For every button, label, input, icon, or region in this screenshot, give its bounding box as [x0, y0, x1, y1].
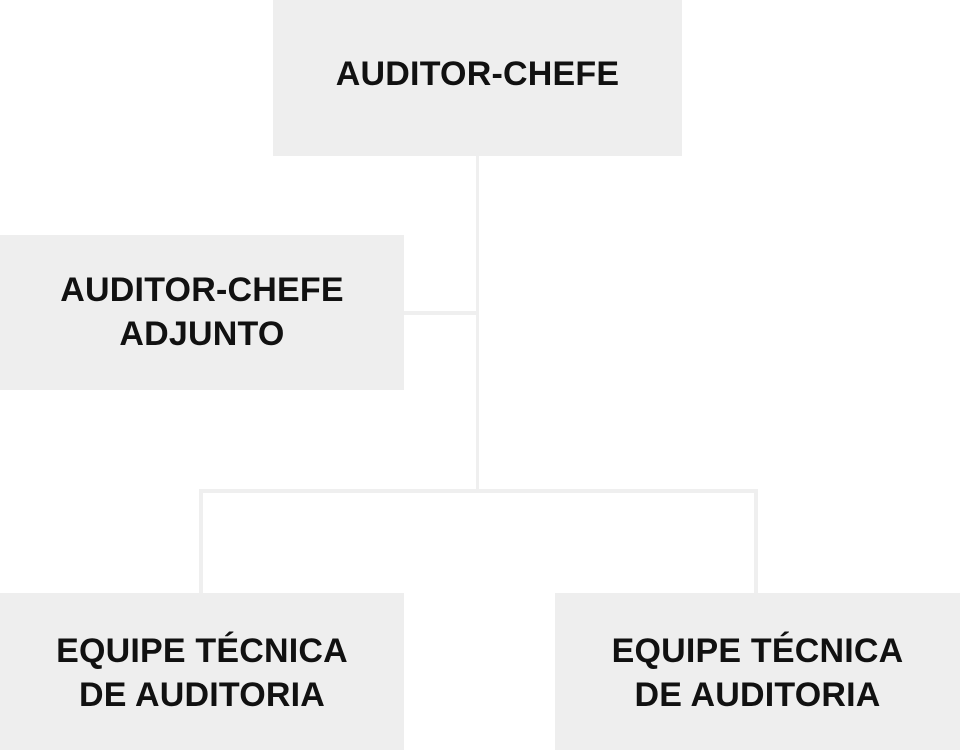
connector-drop-right [754, 489, 758, 595]
org-node-auditor-chefe-label: AUDITOR-CHEFE [335, 55, 620, 94]
connector-drop-left [199, 489, 203, 595]
connector-adjunto-horizontal [403, 311, 478, 315]
org-node-auditor-chefe[interactable]: AUDITOR-CHEFE [273, 0, 682, 156]
org-node-auditor-chefe-adjunto[interactable]: AUDITOR-CHEFE ADJUNTO [0, 235, 404, 390]
org-node-equipe-tecnica-2[interactable]: EQUIPE TÉCNICA DE AUDITORIA [555, 593, 960, 750]
connector-bus-horizontal [199, 489, 758, 493]
connector-trunk-vertical [476, 156, 479, 493]
org-node-equipe-tecnica-2-label: EQUIPE TÉCNICA DE AUDITORIA [611, 632, 904, 714]
org-node-equipe-tecnica-1[interactable]: EQUIPE TÉCNICA DE AUDITORIA [0, 593, 404, 750]
org-node-equipe-tecnica-1-label: EQUIPE TÉCNICA DE AUDITORIA [56, 632, 348, 714]
org-node-auditor-chefe-adjunto-label: AUDITOR-CHEFE ADJUNTO [60, 270, 344, 353]
